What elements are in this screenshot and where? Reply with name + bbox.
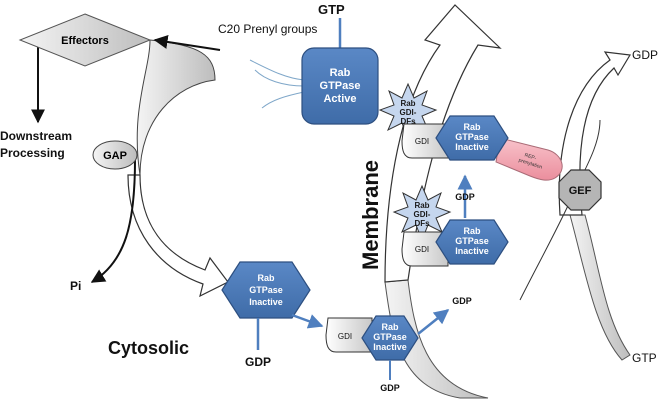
cyto-rab-line3: Inactive [249, 297, 283, 307]
star-middle-line3: DFs [414, 219, 430, 228]
effectors-node: Effectors [18, 13, 152, 67]
gtp-top-label: GTP [318, 2, 345, 17]
star-top-line1: Rab [400, 99, 415, 108]
complex-top-gdi: GDI [415, 137, 429, 146]
complex-bottom-gdi: GDI [338, 332, 352, 341]
complex-middle-line2: GTPase [455, 236, 489, 246]
gdp-right-top-label: GDP [632, 48, 658, 62]
active-rab-line3: Active [323, 93, 356, 105]
active-rab-line1: Rab [330, 67, 351, 79]
active-rab-line2: GTPase [320, 80, 361, 92]
rab-gtpase-active: Rab GTPase Active [301, 47, 379, 125]
star-middle-line2: GDI- [414, 210, 431, 219]
downstream-line1: Downstream [0, 129, 72, 143]
complex-top-line2: GTPase [455, 132, 489, 142]
cyto-to-complex-arrow [291, 313, 324, 329]
complex-middle-line1: Rab [463, 226, 481, 236]
complex-bottom-line3: Inactive [373, 342, 407, 352]
complex-middle-gdi: GDI [415, 245, 429, 254]
gef-label: GEF [569, 185, 592, 197]
cytosolic-label: Cytosolic [108, 338, 189, 358]
complex-middle-line3: Inactive [455, 246, 489, 256]
complex-bottom: GDI Rab GTPase Inactive GDP [325, 315, 419, 393]
c20-prenyl-label: C20 Prenyl groups [218, 22, 317, 36]
complex-middle: Rab GDI- DFs GDI Rab GTPase Inactive [392, 184, 509, 267]
star-middle-line1: Rab [414, 201, 429, 210]
membrane-label: Membrane [358, 160, 383, 270]
gdp-between-label: GDP [452, 296, 472, 306]
complex-to-membrane-arrow [417, 309, 450, 335]
pi-arrow [90, 159, 136, 283]
complex-bottom-gdp: GDP [380, 383, 400, 393]
gtp-right-bottom-label: GTP [632, 351, 657, 365]
rep-line1: REP- [524, 152, 538, 162]
left-hydrolysis-arrows [127, 39, 229, 298]
complex-top-line1: Rab [463, 122, 481, 132]
complex-top-line3: Inactive [455, 142, 489, 152]
pi-label: Pi [70, 279, 81, 293]
rep-prenylation: REP- prenylation [495, 137, 563, 181]
complex-top: Rab GDI- DFs GDI REP- prenylation Rab GT… [378, 82, 563, 181]
complex-bottom-line1: Rab [381, 322, 399, 332]
cyto-rab-line2: GTPase [249, 285, 283, 295]
complex-bottom-line2: GTPase [373, 332, 407, 342]
prenyl-tails [249, 59, 305, 109]
downstream-line2: Processing [0, 146, 65, 160]
effectors-arrow [153, 34, 221, 51]
effectors-label: Effectors [61, 35, 109, 47]
gef-node: GEF [558, 169, 602, 211]
star-top-line3: DFs [400, 117, 416, 126]
cyto-rab-gdp: GDP [245, 355, 271, 369]
gap-label: GAP [103, 150, 127, 162]
gap-node: GAP [92, 140, 138, 170]
star-top-line2: GDI- [400, 108, 417, 117]
rab-gtpase-cytosolic: Rab GTPase Inactive GDP [221, 261, 311, 369]
cyto-rab-line1: Rab [257, 273, 275, 283]
complex-middle-gdp: GDP [455, 192, 475, 202]
